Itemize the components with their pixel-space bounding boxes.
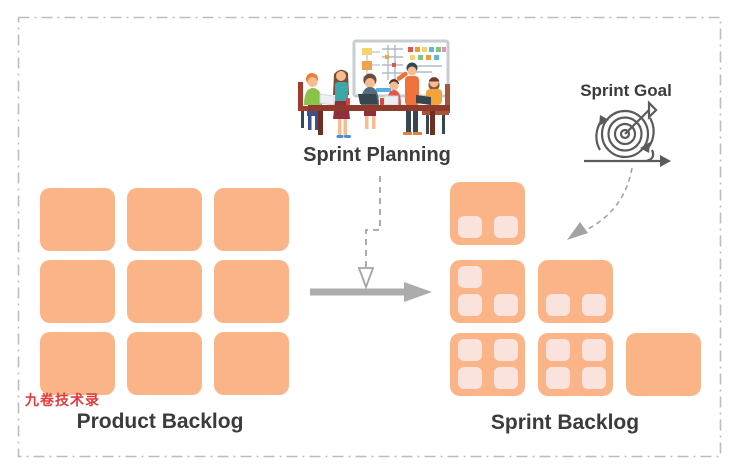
product-backlog-item bbox=[127, 188, 202, 251]
product-backlog-label: Product Backlog bbox=[76, 410, 244, 433]
subtask-square bbox=[494, 294, 518, 316]
subtask-square bbox=[458, 266, 482, 288]
subtask-square bbox=[546, 339, 570, 361]
watermark-text: 九卷技术录 bbox=[25, 392, 100, 408]
subtask-square bbox=[458, 367, 482, 389]
sprint-backlog-item bbox=[450, 182, 525, 245]
product-backlog-item bbox=[40, 332, 115, 395]
subtask-square bbox=[494, 216, 518, 238]
product-backlog-item bbox=[40, 188, 115, 251]
goal-dashed-arrow bbox=[567, 167, 633, 240]
subtask-square bbox=[494, 339, 518, 361]
sprint-goal-target-icon bbox=[584, 100, 671, 167]
product-backlog-grid bbox=[40, 188, 289, 395]
product-backlog-item bbox=[214, 260, 289, 323]
subtask-square bbox=[458, 216, 482, 238]
product-backlog-item bbox=[127, 332, 202, 395]
planning-dashed-connector bbox=[357, 176, 381, 290]
product-backlog-item bbox=[214, 188, 289, 251]
sprint-backlog-row-3 bbox=[450, 333, 701, 396]
sprint-planning-illustration bbox=[298, 39, 450, 138]
sprint-backlog-label: Sprint Backlog bbox=[490, 411, 640, 434]
sprint-backlog-item bbox=[450, 260, 525, 323]
subtask-square bbox=[458, 294, 482, 316]
product-backlog-item bbox=[127, 260, 202, 323]
subtask-square bbox=[458, 339, 482, 361]
sprint-backlog-item bbox=[538, 333, 613, 396]
sprint-backlog-item bbox=[450, 333, 525, 396]
subtask-square bbox=[582, 339, 606, 361]
product-backlog-item bbox=[214, 332, 289, 395]
sprint-backlog-row-1 bbox=[450, 182, 525, 245]
subtask-square bbox=[582, 294, 606, 316]
sprint-backlog-row-2 bbox=[450, 260, 613, 323]
subtask-square bbox=[546, 294, 570, 316]
sprint-backlog-item bbox=[538, 260, 613, 323]
sprint-backlog-item bbox=[626, 333, 701, 396]
subtask-square bbox=[494, 367, 518, 389]
subtask-square bbox=[582, 367, 606, 389]
sprint-planning-label: Sprint Planning bbox=[303, 144, 451, 166]
product-backlog-item bbox=[40, 260, 115, 323]
solid-arrow bbox=[310, 282, 432, 302]
subtask-square bbox=[546, 367, 570, 389]
sprint-goal-label: Sprint Goal bbox=[580, 81, 672, 100]
